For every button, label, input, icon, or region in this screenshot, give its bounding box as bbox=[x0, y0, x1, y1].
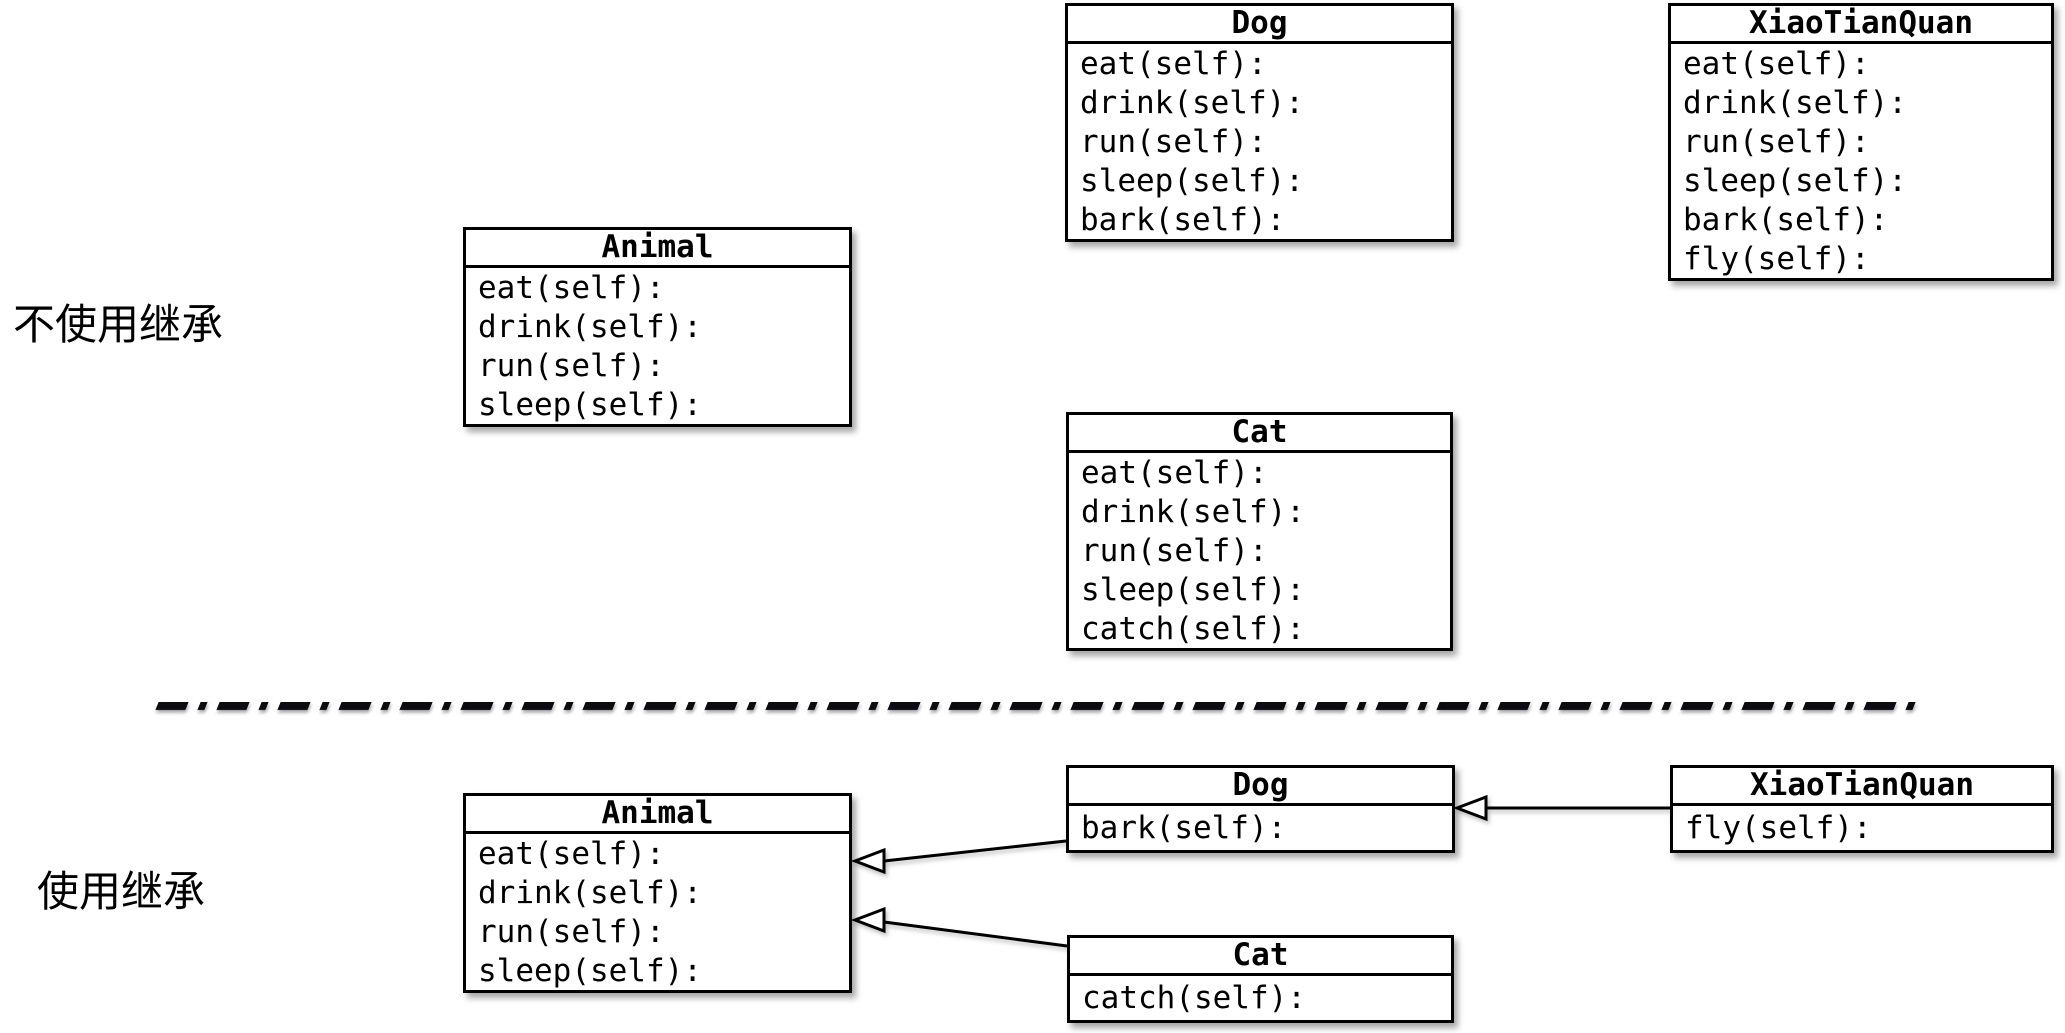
method-item: drink(self): bbox=[478, 875, 702, 911]
method-item: eat(self): bbox=[478, 270, 665, 306]
class-methods: fly(self): bbox=[1673, 806, 2051, 850]
class-methods: eat(self): drink(self): run(self): sleep… bbox=[1068, 44, 1451, 240]
class-box-xiaotianquan-bottom: XiaoTianQuan fly(self): bbox=[1670, 765, 2054, 853]
method-item: sleep(self): bbox=[478, 387, 702, 423]
class-box-dog-top: Dog eat(self): drink(self): run(self): s… bbox=[1065, 3, 1454, 242]
method-item: eat(self): bbox=[478, 836, 665, 872]
inheritance-arrow-dog-to-animal bbox=[850, 839, 1067, 875]
method-item: sleep(self): bbox=[1683, 163, 1907, 199]
method-item: fly(self): bbox=[1683, 241, 1870, 277]
class-box-animal-bottom: Animal eat(self): drink(self): run(self)… bbox=[463, 793, 852, 993]
class-title-cat: Cat bbox=[1070, 938, 1451, 976]
class-methods: catch(self): bbox=[1070, 976, 1451, 1020]
method-item: sleep(self): bbox=[478, 953, 702, 989]
class-methods: eat(self): drink(self): run(self): sleep… bbox=[1069, 453, 1450, 649]
open-triangle-arrowhead-icon bbox=[850, 906, 886, 934]
method-item: run(self): bbox=[478, 348, 665, 384]
open-triangle-arrowhead-icon bbox=[850, 847, 886, 875]
class-title-animal: Animal bbox=[466, 230, 849, 268]
method-item: eat(self): bbox=[1080, 46, 1267, 82]
method-item: bark(self): bbox=[1080, 202, 1286, 238]
method-item: bark(self): bbox=[1081, 810, 1287, 846]
class-title-dog: Dog bbox=[1069, 768, 1452, 806]
class-box-dog-bottom: Dog bark(self): bbox=[1066, 765, 1455, 853]
class-title-animal: Animal bbox=[466, 796, 849, 834]
method-item: drink(self): bbox=[478, 309, 702, 345]
class-title-xiaotianquan: XiaoTianQuan bbox=[1671, 6, 2051, 44]
method-item: run(self): bbox=[1081, 533, 1268, 569]
method-item: fly(self): bbox=[1685, 810, 1872, 846]
top-section-label: 不使用继承 bbox=[13, 300, 224, 349]
class-box-animal-top: Animal eat(self): drink(self): run(self)… bbox=[463, 227, 852, 427]
inheritance-arrow-cat-to-animal bbox=[850, 906, 1068, 948]
method-item: run(self): bbox=[1683, 124, 1870, 160]
method-item: run(self): bbox=[478, 914, 665, 950]
class-methods: eat(self): drink(self): run(self): sleep… bbox=[466, 834, 849, 991]
method-item: run(self): bbox=[1080, 124, 1267, 160]
section-divider bbox=[155, 702, 1927, 710]
method-item: catch(self): bbox=[1081, 611, 1305, 647]
method-item: catch(self): bbox=[1082, 980, 1306, 1016]
method-item: eat(self): bbox=[1081, 455, 1268, 491]
class-title-cat: Cat bbox=[1069, 415, 1450, 453]
method-item: bark(self): bbox=[1683, 202, 1889, 238]
open-triangle-arrowhead-icon bbox=[1452, 794, 1488, 822]
method-item: eat(self): bbox=[1683, 46, 1870, 82]
method-item: sleep(self): bbox=[1081, 572, 1305, 608]
method-item: sleep(self): bbox=[1080, 163, 1304, 199]
method-item: drink(self): bbox=[1081, 494, 1305, 530]
bottom-section-label: 使用继承 bbox=[37, 867, 206, 916]
class-box-cat-top: Cat eat(self): drink(self): run(self): s… bbox=[1066, 412, 1453, 651]
class-methods: eat(self): drink(self): run(self): sleep… bbox=[1671, 44, 2051, 279]
class-box-cat-bottom: Cat catch(self): bbox=[1067, 935, 1454, 1023]
class-title-xiaotianquan: XiaoTianQuan bbox=[1673, 768, 2051, 806]
method-item: drink(self): bbox=[1683, 85, 1907, 121]
method-item: drink(self): bbox=[1080, 85, 1304, 121]
inheritance-arrow-xiaotianquan-to-dog bbox=[1452, 794, 1670, 822]
class-methods: bark(self): bbox=[1069, 806, 1452, 850]
class-box-xiaotianquan-top: XiaoTianQuan eat(self): drink(self): run… bbox=[1668, 3, 2054, 281]
class-methods: eat(self): drink(self): run(self): sleep… bbox=[466, 268, 849, 425]
class-title-dog: Dog bbox=[1068, 6, 1451, 44]
